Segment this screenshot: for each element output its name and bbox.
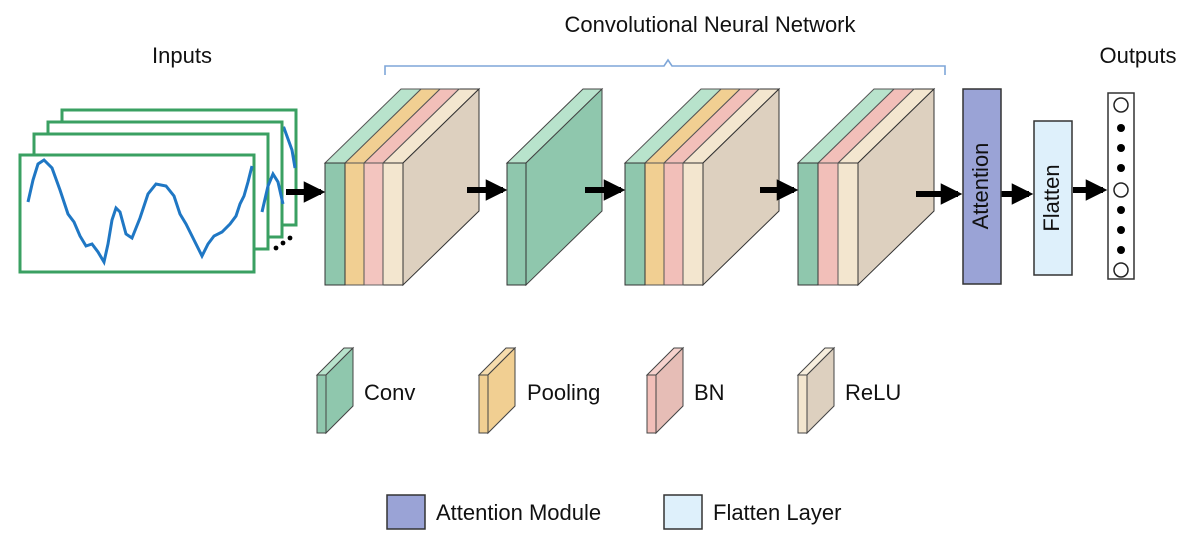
cnn-block-1 — [323, 87, 481, 287]
legend-relu-label: ReLU — [845, 380, 901, 405]
input-frame-front — [18, 153, 256, 274]
legend-conv-label: Conv — [364, 380, 415, 405]
cnn-block-3 — [623, 87, 781, 287]
legend-bn-label: BN — [694, 380, 725, 405]
attention-block — [962, 88, 1002, 285]
legend-relu: ReLU — [796, 346, 901, 435]
network-title: Convolutional Neural Network — [564, 12, 856, 37]
flatten-block-label: Flatten — [1039, 164, 1064, 231]
legend-attention-module: Attention Module — [386, 494, 601, 530]
output-vector — [1107, 92, 1135, 280]
legend-pooling-label: Pooling — [527, 380, 600, 405]
flatten-block — [1033, 120, 1073, 276]
attention-block-label: Attention — [968, 143, 993, 230]
more-inputs-ellipsis — [273, 235, 293, 251]
legend-attention-module-label: Attention Module — [436, 500, 601, 525]
cnn-block-4 — [796, 87, 936, 287]
flow-arrows — [286, 179, 1108, 205]
input-signal-back-tail — [260, 170, 285, 213]
input-signals — [18, 108, 298, 274]
legend-flatten-layer: Flatten Layer — [663, 494, 841, 530]
cnn-block-2 — [505, 87, 604, 287]
outputs-label: Outputs — [1099, 43, 1176, 68]
network-brace — [384, 58, 946, 75]
legend-conv: Conv — [315, 346, 415, 435]
inputs-label: Inputs — [152, 43, 212, 68]
legend-flatten-layer-label: Flatten Layer — [713, 500, 841, 525]
legend-pooling: Pooling — [477, 346, 600, 435]
legend-bn: BN — [645, 346, 725, 435]
